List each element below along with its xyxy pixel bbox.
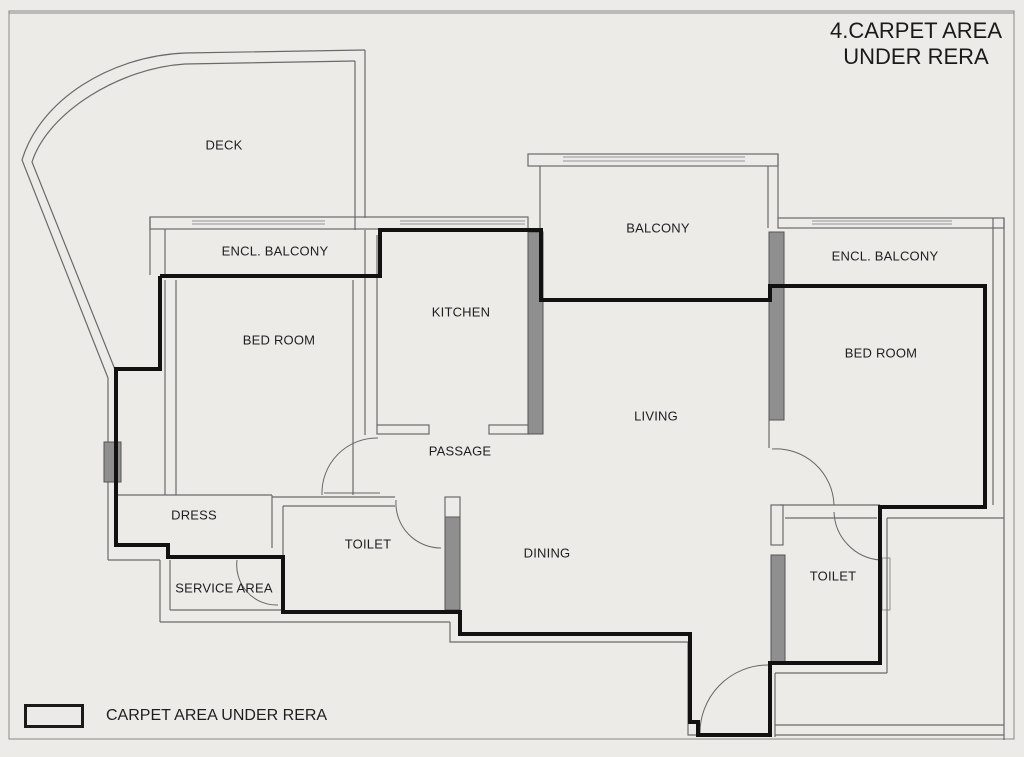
legend-swatch-icon xyxy=(24,704,84,728)
room-label-dining: DINING xyxy=(523,545,571,561)
door-service xyxy=(236,559,279,606)
room-label-balcony: BALCONY xyxy=(626,220,690,236)
door-right-bedroom xyxy=(771,448,835,506)
room-label-deck: DECK xyxy=(205,137,243,153)
legend: CARPET AREA UNDER RERA xyxy=(24,704,327,728)
column-left xyxy=(103,441,122,483)
dining-outer-wall xyxy=(449,622,700,736)
title-line-1: 4.CARPET AREA xyxy=(830,18,1002,43)
encl-balcony-right-wall xyxy=(777,217,1005,229)
room-label-kitchen: KITCHEN xyxy=(431,304,491,320)
column-toilet-right xyxy=(770,554,786,664)
room-label-encl-balcony-left: ENCL. BALCONY xyxy=(221,243,329,259)
door-entrance xyxy=(699,664,769,736)
room-label-dress: DRESS xyxy=(171,507,217,523)
legend-label: CARPET AREA UNDER RERA xyxy=(106,707,328,724)
wall-stub xyxy=(488,424,530,435)
room-label-living: LIVING xyxy=(634,408,678,424)
wall-stub xyxy=(770,504,784,546)
room-label-passage: PASSAGE xyxy=(428,443,492,459)
door-toilet-left xyxy=(395,499,442,549)
sheet-border xyxy=(8,10,1015,740)
room-label-encl-balcony-right: ENCL. BALCONY xyxy=(831,248,939,264)
room-label-bed-room-left: BED ROOM xyxy=(242,332,316,348)
encl-balcony-left-wall xyxy=(149,216,529,230)
door-toilet-right xyxy=(833,511,881,561)
door-left-bedroom xyxy=(321,437,379,496)
deck-outline-outer xyxy=(21,49,366,379)
room-label-toilet-left: TOILET xyxy=(344,536,392,552)
title-line-2: UNDER RERA xyxy=(843,44,989,69)
column-toilet-left xyxy=(444,516,461,611)
column-right-bedroom xyxy=(768,231,785,421)
wall-stub xyxy=(444,496,461,518)
toilet-window xyxy=(881,557,891,611)
drawing-title: 4.CARPET AREA UNDER RERA xyxy=(818,18,1014,70)
room-label-service-area: SERVICE AREA xyxy=(175,580,273,596)
carpet-area-outline xyxy=(114,228,987,737)
balcony-wall xyxy=(527,153,779,167)
wall-stub xyxy=(376,424,430,435)
room-label-toilet-right: TOILET xyxy=(809,568,857,584)
room-label-bed-room-right: BED ROOM xyxy=(844,345,918,361)
deck-outline-inner xyxy=(31,60,356,373)
